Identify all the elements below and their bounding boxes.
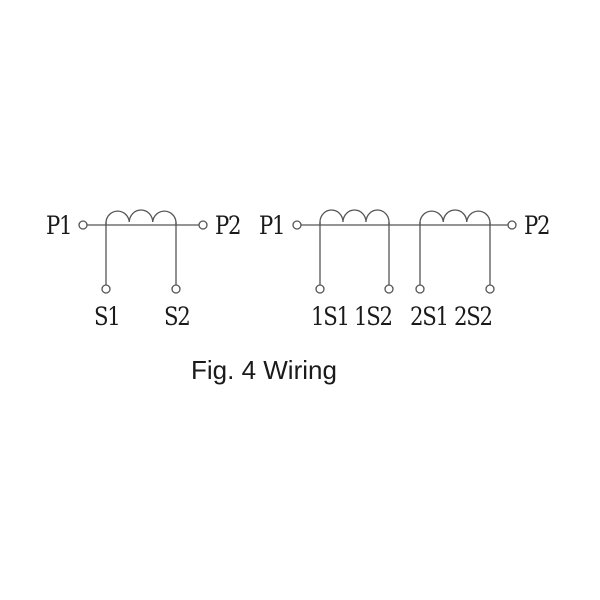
label-p2-left: P2 (215, 211, 242, 240)
label-2s1: 2S1 (410, 302, 449, 331)
figure-caption: Fig. 4 Wiring (191, 355, 337, 385)
1s2-terminal (384, 284, 394, 294)
secondary-coil-1-icon (319, 209, 390, 225)
p1-terminal-left (78, 220, 88, 230)
p1-terminal-right (292, 220, 302, 230)
s1-terminal (101, 284, 111, 294)
p2-terminal-right (507, 220, 517, 230)
label-1s2: 1S2 (354, 302, 393, 331)
2s1-terminal (415, 284, 425, 294)
label-p1-right: P1 (259, 211, 286, 240)
p2-terminal-left (198, 220, 208, 230)
label-s1: S1 (94, 302, 121, 331)
dual-ratio-transformer (292, 209, 517, 294)
label-s2: S2 (164, 302, 191, 331)
secondary-coil-2-icon (419, 209, 491, 225)
label-p1-left: P1 (46, 211, 73, 240)
2s2-terminal (485, 284, 495, 294)
secondary-coil-icon (105, 209, 177, 225)
1s1-terminal (315, 284, 325, 294)
label-p2-right: P2 (524, 211, 551, 240)
label-2s2: 2S2 (454, 302, 493, 331)
single-ratio-transformer (78, 209, 208, 294)
label-1s1: 1S1 (311, 302, 350, 331)
s2-terminal (171, 284, 181, 294)
